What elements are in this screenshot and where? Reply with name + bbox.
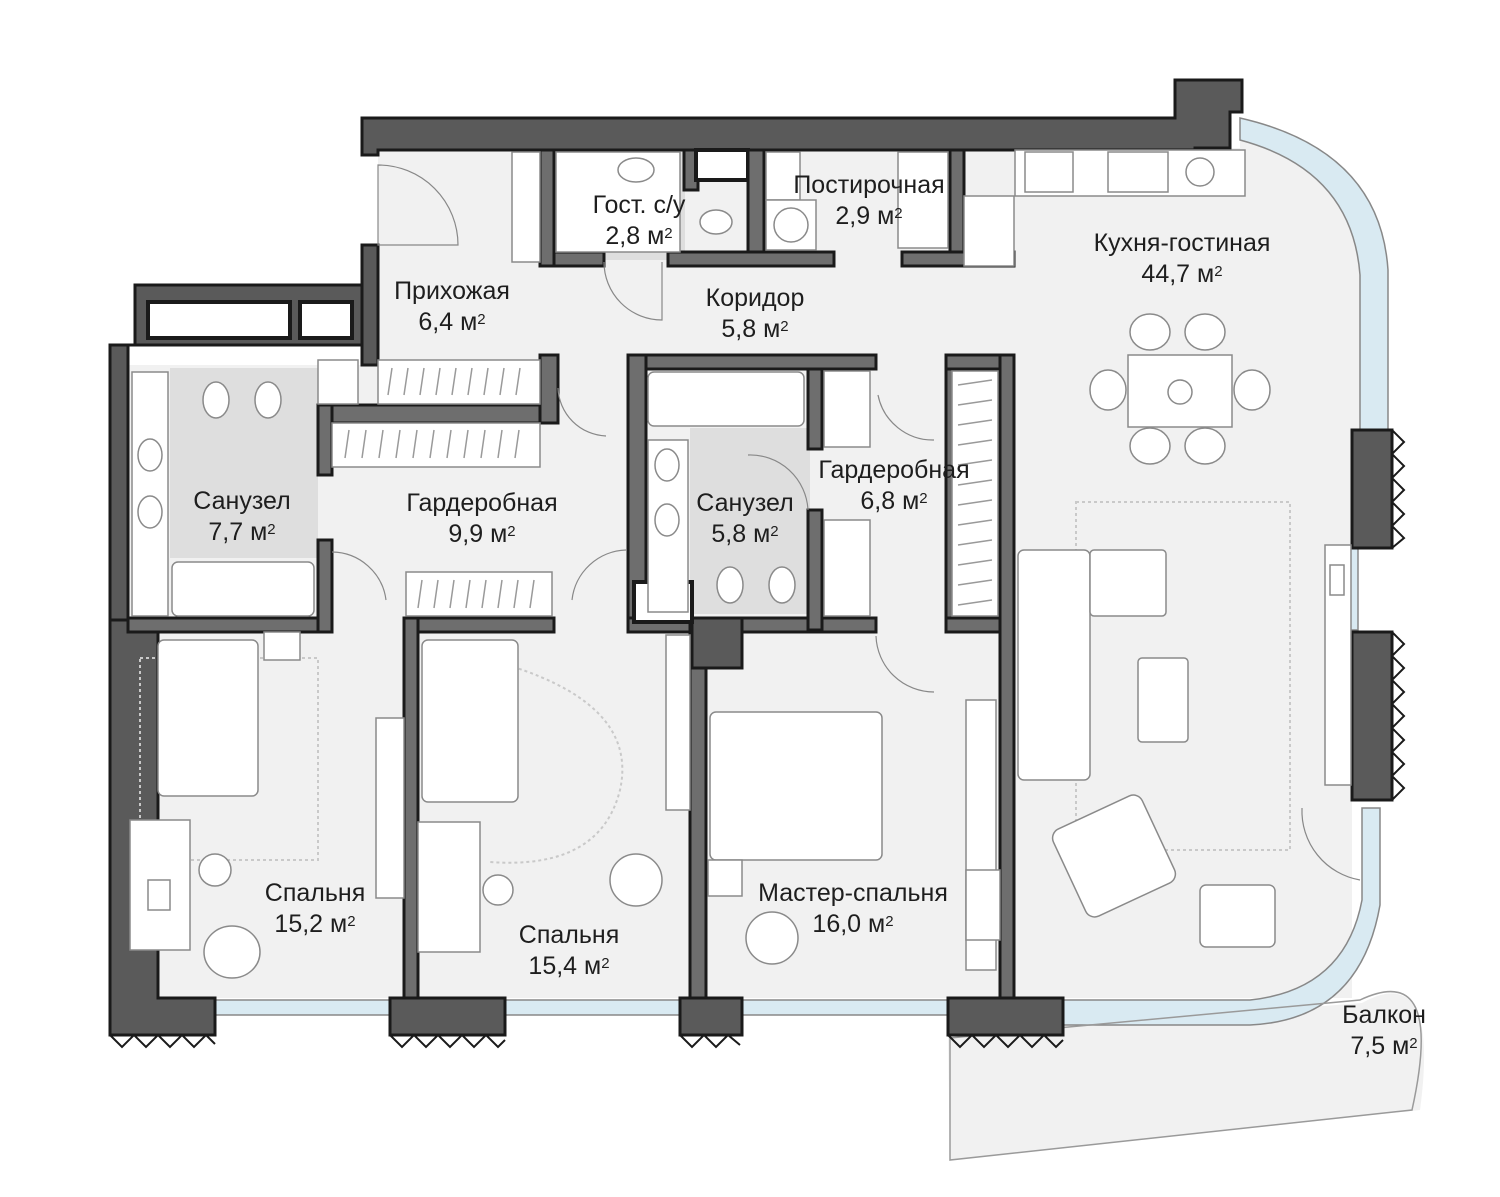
walls [108,78,1394,1037]
room-name: Коридор [705,284,805,312]
room-balcony: Балкон 7,5 м2 [1342,1000,1426,1062]
room-kitchen-living: Кухня-гостиная 44,7 м2 [1094,228,1271,290]
facade-marks [109,429,1406,1049]
room-master-bedroom: Мастер-спальня 16,0 м2 [758,878,948,940]
room-bathroom-2: Санузел 5,8 м2 [696,488,793,550]
room-name: Спальня [264,879,366,907]
room-hall: Прихожая 6,4 м2 [394,276,510,338]
room-bedroom-2: Спальня 15,4 м2 [519,920,619,982]
room-wardrobe-2: Гардеробная 6,8 м2 [818,455,969,517]
room-area: 16,0 м2 [812,910,894,938]
room-area: 6,4 м2 [418,308,486,336]
room-area: 7,5 м2 [1350,1032,1418,1060]
room-laundry: Постирочная 2,9 м2 [793,170,944,232]
room-area: 44,7 м2 [1141,260,1223,288]
room-area: 15,2 м2 [274,910,356,938]
room-area: 7,7 м2 [208,518,276,546]
doors [331,164,1361,881]
room-bedroom-1: Спальня 15,2 м2 [265,878,365,940]
room-name: Спальня [518,921,620,949]
room-name: Прихожая [394,277,510,305]
room-name: Санузел [696,489,794,517]
room-area: 15,4 м2 [528,952,610,980]
room-corridor: Коридор 5,8 м2 [706,283,805,345]
living-furniture [1017,501,1352,948]
room-name: Кухня-гостиная [1093,229,1271,257]
room-bathroom-1: Санузел 7,7 м2 [193,486,290,548]
room-area: 9,9 м2 [448,520,516,548]
room-area: 2,9 м2 [835,202,903,230]
room-area: 6,8 м2 [860,487,928,515]
room-name: Балкон [1342,1001,1426,1029]
room-name: Гост. с/у [592,191,686,219]
room-name: Санузел [193,487,291,515]
room-area: 2,8 м2 [605,222,673,250]
room-area: 5,8 м2 [721,315,789,343]
bedroom-furniture [129,631,1001,979]
room-wardrobe-1: Гардеробная 9,9 м2 [406,488,557,550]
room-name: Гардеробная [406,489,558,517]
fixtures [131,151,949,617]
room-name: Мастер-спальня [758,879,948,907]
kitchen-furniture [963,149,1271,465]
wardrobes [331,359,999,617]
room-name: Постирочная [793,171,945,199]
room-name: Гардеробная [818,456,970,484]
room-guest-wc: Гост. с/у 2,8 м2 [593,190,686,252]
room-area: 5,8 м2 [711,520,779,548]
